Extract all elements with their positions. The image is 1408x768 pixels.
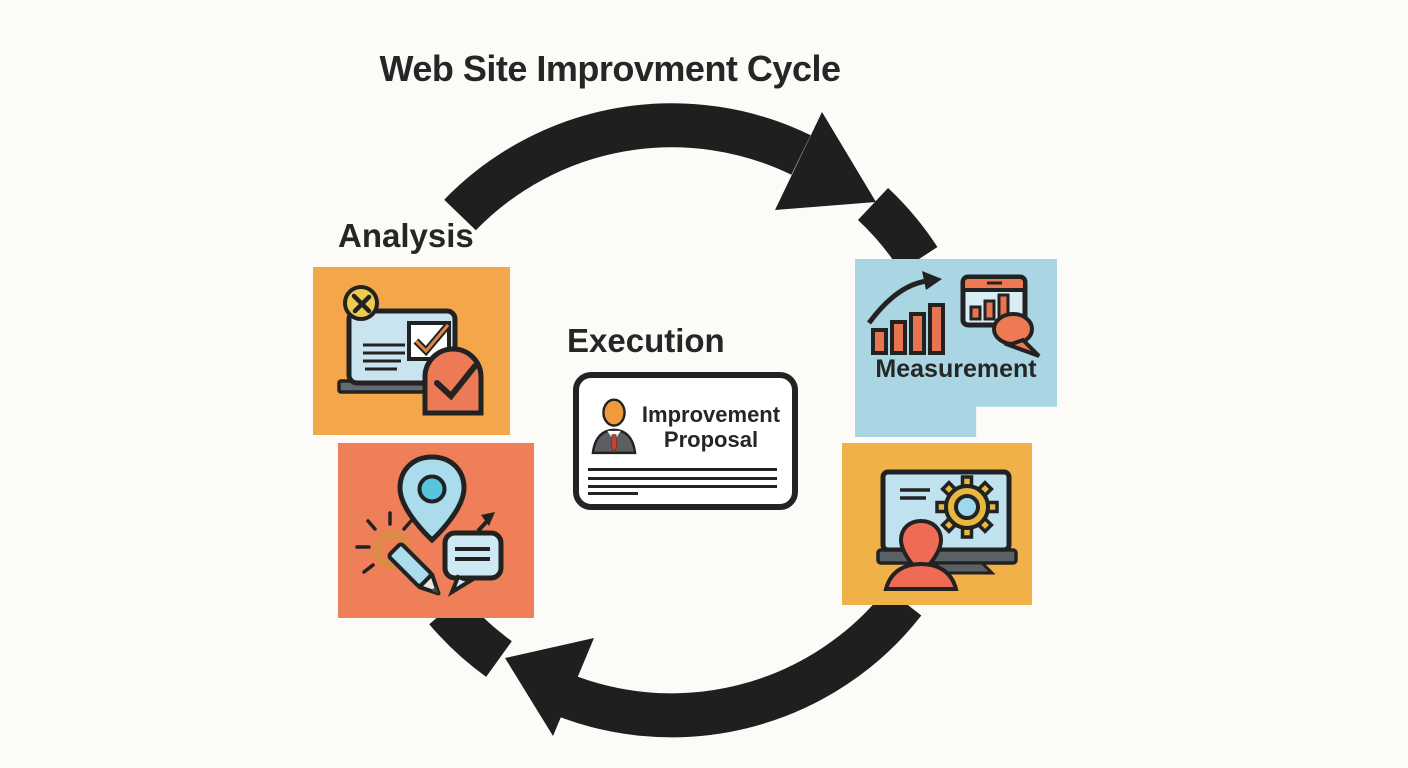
discovery-box [338, 443, 534, 618]
proposal-card: Improvement Proposal [573, 372, 798, 510]
document-line [588, 492, 638, 495]
sparkle-rays-icon [355, 511, 413, 574]
label-execution: Execution [567, 322, 725, 359]
cycle-arc-segment-top-right [857, 187, 938, 272]
chat-bubble-icon [442, 530, 504, 581]
document-line [588, 485, 777, 488]
analysis-box [313, 267, 510, 435]
monitor-gear-user-icon [876, 469, 1018, 591]
laptop-checklist-icon [337, 285, 484, 416]
cycle-arc-top [444, 103, 811, 231]
screen-text-lines [363, 343, 405, 371]
pencil-icon [387, 542, 441, 596]
check-badge-icon [422, 346, 484, 416]
arrowhead-right-icon [775, 112, 876, 210]
businessperson-icon [591, 398, 637, 455]
user-icon [883, 518, 959, 591]
arrowhead-left-icon [505, 638, 594, 736]
label-measurement: Measurement [875, 355, 1037, 383]
gear-icon [935, 475, 999, 539]
map-pin-pencil-chat-icon [355, 454, 504, 597]
document-line [588, 468, 777, 471]
proposal-title: Improvement Proposal [641, 402, 781, 452]
label-analysis: Analysis [338, 217, 474, 254]
cycle-arc-bottom [543, 588, 922, 738]
monitor-base [876, 548, 1018, 565]
page-title: Web Site Improvment Cycle [379, 48, 841, 89]
config-box [842, 443, 1032, 605]
rising-bar-chart-browser-icon [866, 271, 1041, 358]
trend-arrow-icon [866, 278, 928, 325]
bar-chart-icon [871, 303, 945, 355]
document-line [588, 477, 777, 480]
